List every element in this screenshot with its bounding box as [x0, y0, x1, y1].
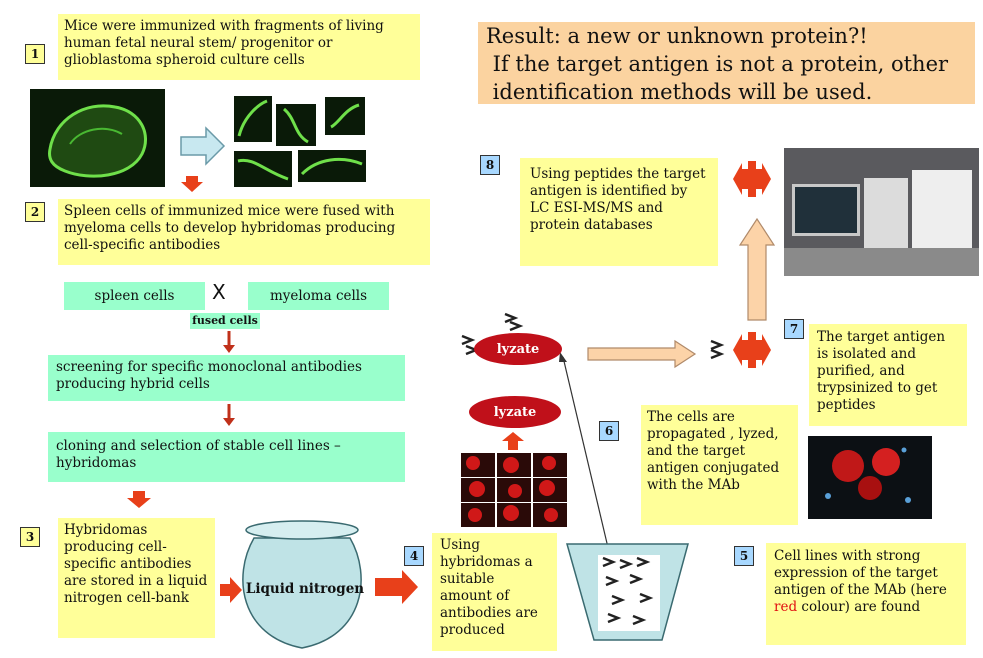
step-2-text: Spleen cells of immunized mice were fuse…	[58, 199, 430, 265]
fragment-drawing-5	[300, 157, 363, 176]
ms-instrument-photo	[784, 148, 979, 276]
fragment-arrow	[180, 126, 226, 166]
step-6-text: The cells are propagated , lyzed, and th…	[641, 405, 798, 525]
myeloma-cells-box: myeloma cells	[248, 282, 389, 310]
step-3-text: Hybridomas producing cell-specific antib…	[58, 518, 215, 638]
result-line-1: Result: a new or unknown protein?!	[486, 24, 868, 48]
step-8-text: Using peptides the target antigen is ide…	[520, 158, 718, 266]
lyzate-ellipse-2: lyzate	[469, 396, 561, 428]
red-cells-drawing	[461, 453, 567, 527]
fragment-drawing-3	[330, 103, 360, 129]
screening-box: screening for specific monoclonal antibo…	[48, 355, 405, 401]
step-7-badge: 7	[784, 319, 804, 339]
down-arrow-2	[223, 345, 235, 353]
step-5-text-after: colour) are found	[797, 599, 921, 615]
fragment-drawing-1	[237, 99, 268, 137]
spleen-cells-box: spleen cells	[64, 282, 205, 310]
cloning-box: cloning and selection of stable cell lin…	[48, 432, 405, 482]
down-arrow-1	[181, 176, 203, 192]
step-8-badge: 8	[480, 155, 500, 175]
result-line-2: If the target antigen is not a protein, …	[486, 52, 949, 76]
fragment-image-1	[234, 96, 272, 142]
fragment-drawing-2	[282, 107, 309, 144]
step-5-text: Cell lines with strong expression of the…	[766, 543, 966, 645]
stem-cell-drawing	[48, 104, 148, 178]
step-1-text: Mice were immunized with fragments of li…	[58, 14, 420, 80]
fragment-image-4	[234, 151, 292, 187]
result-box: Result: a new or unknown protein?! If th…	[478, 22, 975, 104]
down-arrow-4	[127, 491, 151, 508]
nitrogen-tank	[242, 520, 362, 649]
nitrogen-label: Liquid nitrogen	[245, 581, 365, 597]
step4-arrow	[375, 570, 418, 604]
step-4-badge: 4	[404, 546, 424, 566]
beaker-antibodies	[602, 556, 654, 626]
down-arrow-3	[223, 418, 235, 426]
fragment-image-5	[298, 150, 366, 182]
fragment-drawing-4	[237, 158, 289, 181]
step-5-badge: 5	[734, 546, 754, 566]
step-5-text-red: red	[774, 599, 798, 615]
up-arrow-lyzate	[502, 432, 524, 450]
red-cells-grid	[461, 453, 567, 527]
cross-marker-top	[733, 161, 771, 197]
stem-cell-image	[30, 89, 165, 187]
step-4-text: Using hybridomas a suitable amount of an…	[432, 533, 557, 651]
step-1-badge: 1	[25, 44, 45, 64]
fragment-image-2	[276, 104, 316, 146]
step-2-badge: 2	[25, 202, 45, 222]
up-arrow-instrument	[738, 217, 776, 321]
result-line-3: identification methods will be used.	[486, 80, 873, 104]
step-7-text: The target antigen is isolated and purif…	[809, 324, 967, 426]
step-6-badge: 6	[599, 421, 619, 441]
step-5-text-before: Cell lines with strong expression of the…	[774, 548, 947, 598]
red-cells-photo	[808, 436, 932, 519]
step-3-badge: 3	[20, 527, 40, 547]
lyzate-ellipse-1: lyzate	[474, 333, 562, 365]
tank-arrow	[220, 577, 242, 603]
fusion-x: X	[212, 280, 226, 304]
fragment-image-3	[325, 97, 365, 135]
fused-cells-label: fused cells	[190, 313, 260, 329]
lyzate-arrow	[587, 339, 697, 369]
red-cells-photo-drawing	[825, 447, 911, 503]
cross-marker-bottom	[733, 332, 771, 368]
